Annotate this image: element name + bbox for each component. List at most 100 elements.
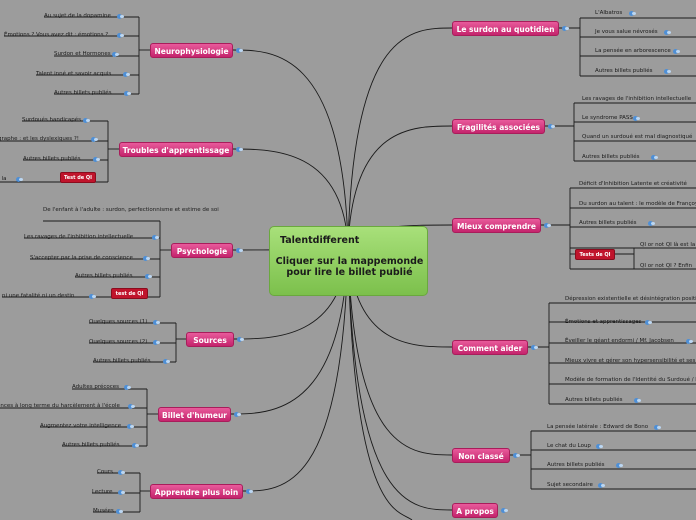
globe-link-icon[interactable] xyxy=(236,48,243,53)
globe-link-icon[interactable] xyxy=(501,508,508,513)
branch-apropos[interactable]: A propos xyxy=(452,503,498,518)
leaf-topic[interactable]: Autres billets publiés xyxy=(62,442,120,448)
globe-link-icon[interactable] xyxy=(598,483,606,488)
leaf-topic[interactable]: Émotions et apprentissages xyxy=(565,319,642,325)
globe-link-icon[interactable] xyxy=(663,69,671,74)
branch-fragilites[interactable]: Fragilités associées xyxy=(452,119,545,134)
leaf-topic[interactable]: ences à long terme du harcèlement à l'éc… xyxy=(0,403,120,409)
branch-quotidien[interactable]: Le surdon au quotidien xyxy=(452,21,559,36)
leaf-topic[interactable]: Déficit d'Inhibition Latente et créativi… xyxy=(579,181,687,187)
leaf-topic[interactable]: Augmentez votre intelligence xyxy=(40,423,122,429)
globe-link-icon[interactable] xyxy=(116,509,124,514)
leaf-topic[interactable]: Autres billets publiés xyxy=(565,397,623,403)
globe-link-icon[interactable] xyxy=(117,33,125,38)
globe-link-icon[interactable] xyxy=(123,91,131,96)
globe-link-icon[interactable] xyxy=(153,320,160,325)
leaf-topic[interactable]: Surdoués handicapés xyxy=(22,117,81,123)
globe-link-icon[interactable] xyxy=(153,340,160,345)
globe-link-icon[interactable] xyxy=(663,30,671,35)
globe-link-icon[interactable] xyxy=(513,453,520,458)
leaf-topic[interactable]: Quand un surdoué est mal diagnostiqué xyxy=(582,134,693,140)
globe-link-icon[interactable] xyxy=(15,177,23,182)
globe-link-icon[interactable] xyxy=(544,223,551,228)
leaf-topic[interactable]: Cours xyxy=(97,469,113,475)
globe-link-icon[interactable] xyxy=(89,294,97,299)
branch-nonclasse[interactable]: Non classé xyxy=(452,448,510,463)
branch-comprendre[interactable]: Mieux comprendre xyxy=(452,218,541,233)
leaf-topic[interactable]: S'accepter par la prise de conscience xyxy=(30,255,133,261)
leaf-topic[interactable]: graphe : et les dyslexiques ?! xyxy=(0,136,79,142)
globe-link-icon[interactable] xyxy=(686,339,693,344)
globe-link-icon[interactable] xyxy=(653,425,661,430)
globe-link-icon[interactable] xyxy=(633,398,641,403)
globe-link-icon[interactable] xyxy=(595,444,603,449)
leaf-topic[interactable]: Autres billets publiés xyxy=(93,358,151,364)
globe-link-icon[interactable] xyxy=(144,274,152,279)
globe-link-icon[interactable] xyxy=(645,320,653,325)
globe-link-icon[interactable] xyxy=(116,14,124,19)
leaf-topic[interactable]: Émotions ? Vous avez dit : émotions ? xyxy=(4,32,109,38)
leaf-topic[interactable]: Quelques sources (2) xyxy=(89,339,148,345)
globe-link-icon[interactable] xyxy=(234,412,241,417)
leaf-topic[interactable]: Dépression existentielle et désintégrati… xyxy=(565,296,696,302)
leaf-topic[interactable]: Adultes précoces xyxy=(72,384,120,390)
leaf-topic[interactable]: Autres billets publiés xyxy=(582,154,640,160)
leaf-topic[interactable]: Les ravages de l'inhibition intellectuel… xyxy=(24,234,134,240)
leaf-topic[interactable]: Quelques sources (1) xyxy=(89,319,148,325)
globe-link-icon[interactable] xyxy=(123,72,131,77)
leaf-topic[interactable]: La pensée latérale : Edward de Bono xyxy=(547,424,649,430)
globe-link-icon[interactable] xyxy=(236,248,243,253)
qi-test-badge[interactable]: Tests de QI xyxy=(575,249,615,260)
globe-link-icon[interactable] xyxy=(647,221,655,226)
leaf-topic[interactable]: Mieux vivre et gérer son hypersensibilit… xyxy=(565,358,696,364)
qi-test-badge[interactable]: Test de QI xyxy=(60,172,96,183)
branch-billet[interactable]: Billet d'humeur xyxy=(158,407,231,422)
globe-link-icon[interactable] xyxy=(236,147,243,152)
leaf-topic[interactable]: Autres billets publiés xyxy=(579,220,637,226)
leaf-topic[interactable]: Au sujet de la dopamine xyxy=(44,13,111,19)
globe-link-icon[interactable] xyxy=(237,337,244,342)
leaf-topic[interactable]: QI or not QI ? Enfin xyxy=(640,263,693,269)
branch-psychologie[interactable]: Psychologie xyxy=(171,243,233,258)
leaf-topic[interactable]: Les ravages de l'inhibition intellectuel… xyxy=(582,96,692,102)
leaf-topic[interactable]: Autres billets publiés xyxy=(54,90,112,96)
qi-test-badge[interactable]: test de QI xyxy=(111,288,148,299)
leaf-topic[interactable]: Autres billets publiés xyxy=(75,273,133,279)
leaf-topic[interactable]: Autres billets publiés xyxy=(23,156,81,162)
leaf-topic[interactable]: Je vous salue névrosés xyxy=(595,29,658,35)
globe-link-icon[interactable] xyxy=(112,52,120,57)
leaf-topic[interactable]: Du surdon au talent : le modèle de Franç… xyxy=(579,201,696,207)
globe-link-icon[interactable] xyxy=(117,470,125,475)
globe-link-icon[interactable] xyxy=(143,256,151,261)
leaf-topic[interactable]: Autres billets publiés xyxy=(547,462,605,468)
leaf-topic[interactable]: Lecture xyxy=(92,489,113,495)
leaf-topic[interactable]: Le syndrome PASS xyxy=(582,115,633,121)
leaf-topic[interactable]: Le chat du Loup xyxy=(547,443,591,449)
globe-link-icon[interactable] xyxy=(246,489,253,494)
branch-apprendre[interactable]: Apprendre plus loin xyxy=(150,484,243,499)
globe-link-icon[interactable] xyxy=(91,137,98,142)
branch-neurophysiologie[interactable]: Neurophysiologie xyxy=(150,43,233,58)
central-topic[interactable]: Talentdifferent Cliquer sur la mappemond… xyxy=(269,226,428,296)
globe-link-icon[interactable] xyxy=(131,443,139,448)
leaf-topic[interactable]: Musées xyxy=(93,508,114,514)
globe-link-icon[interactable] xyxy=(124,385,132,390)
leaf-topic[interactable]: ni une fatalité ni un destin xyxy=(2,293,75,299)
leaf-topic[interactable]: Talent inné et savoir acquis xyxy=(36,71,112,77)
globe-link-icon[interactable] xyxy=(151,235,159,240)
globe-link-icon[interactable] xyxy=(548,124,555,129)
leaf-topic[interactable]: Sujet secondaire xyxy=(547,482,593,488)
leaf-topic[interactable]: Éveiller le géant endormi / Mf. Jacobsen xyxy=(565,338,674,344)
branch-aider[interactable]: Comment aider xyxy=(452,340,528,355)
branch-sources[interactable]: Sources xyxy=(186,332,234,347)
globe-link-icon[interactable] xyxy=(118,490,126,495)
globe-link-icon[interactable] xyxy=(629,11,636,16)
leaf-topic[interactable]: La pensée en arborescence xyxy=(595,48,671,54)
globe-link-icon[interactable] xyxy=(162,359,170,364)
leaf-topic[interactable]: Autres billets publiés xyxy=(595,68,653,74)
globe-link-icon[interactable] xyxy=(127,404,135,409)
leaf-topic[interactable]: De l'enfant à l'adulte : surdon, perfect… xyxy=(43,207,219,213)
globe-link-icon[interactable] xyxy=(92,157,100,162)
globe-link-icon[interactable] xyxy=(650,155,658,160)
leaf-topic[interactable]: L'Albatros xyxy=(595,10,623,16)
